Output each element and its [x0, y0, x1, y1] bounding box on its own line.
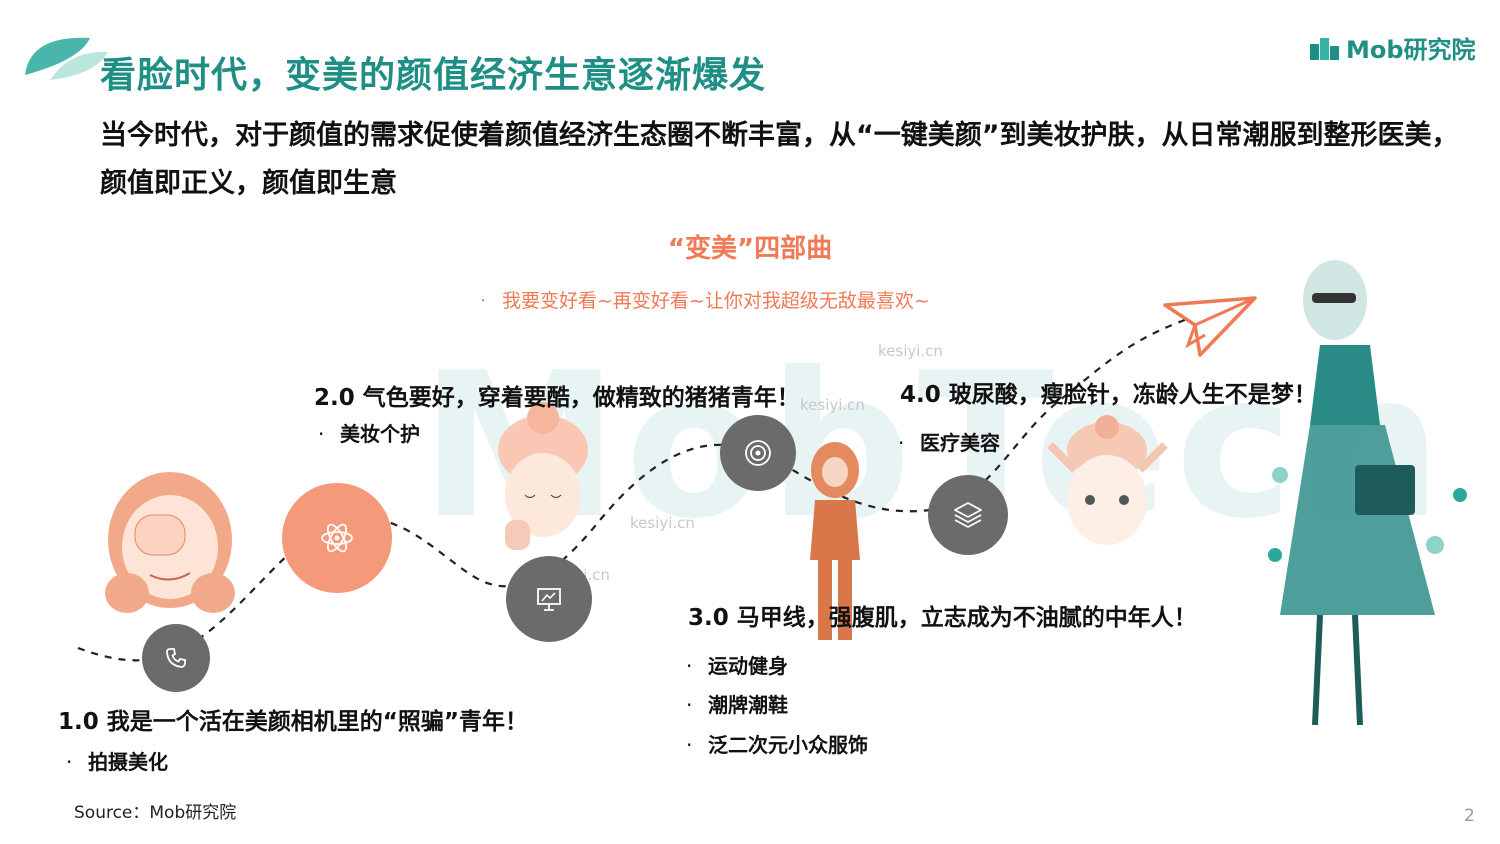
watermark-text: kesiyi.cn [878, 342, 943, 360]
stage-node-5 [928, 475, 1008, 555]
girl-beauty-treatment-illustration [1047, 415, 1168, 545]
bullet-dot: · [480, 290, 487, 312]
fashion-woman-illustration [1268, 260, 1467, 726]
stage-2-item: ·美妆个护 [318, 422, 420, 446]
brand-logo: Mob研究院 [1310, 30, 1476, 65]
girl-makeup-illustration [498, 402, 588, 550]
stage-3-item: ·潮牌潮鞋 [686, 693, 788, 717]
presentation-icon [537, 588, 561, 611]
stage-3-item: ·运动健身 [686, 654, 788, 678]
stage-node-3 [506, 556, 592, 642]
paper-plane-icon [1163, 296, 1257, 357]
atom-icon [321, 523, 353, 553]
corner-decoration [25, 37, 108, 80]
stage-1-item: ·拍摄美化 [66, 750, 168, 774]
stage-node-2 [282, 483, 392, 593]
stage-3-item: ·泛二次元小众服饰 [686, 733, 868, 757]
watermark-text: kesiyi.cn [800, 396, 865, 414]
watermark-text: kesiyi.cn [630, 514, 695, 532]
stage-2-heading: 2.0 气色要好，穿着要酷，做精致的猪猪青年！ [314, 385, 800, 411]
stage-node-1 [142, 624, 210, 692]
stage-3-heading: 3.0 马甲线，强腹肌，立志成为不油腻的中年人！ [688, 605, 1197, 631]
phone-icon [166, 648, 186, 668]
logo-mark-icon [1310, 37, 1339, 60]
girl-facepalm-illustration [105, 472, 235, 613]
page-number: 2 [1464, 806, 1475, 826]
target-icon [745, 440, 771, 466]
stage-4-heading: 4.0 玻尿酸，瘦脸针，冻龄人生不是梦！ [900, 382, 1317, 408]
series-title: “变美”四部曲 [667, 234, 833, 264]
series-subtitle: ·我要变好看~再变好看~让你对我超级无敌最喜欢~ [480, 290, 930, 312]
source-note: Source：Mob研究院 [74, 803, 237, 823]
stage-node-4 [720, 415, 796, 491]
stage-4-item: ·医疗美容 [898, 431, 1000, 455]
page-subtitle: 当今时代，对于颜值的需求促使着颜值经济生态圈不断丰富，从“一键美颜”到美妆护肤，… [100, 120, 1459, 199]
logo-text: Mob研究院 [1346, 36, 1476, 64]
woman-suit-illustration [810, 442, 860, 640]
page-title: 看脸时代，变美的颜值经济生意逐渐爆发 [100, 55, 767, 96]
layers-icon [954, 502, 982, 528]
stage-1-heading: 1.0 我是一个活在美颜相机里的“照骗”青年！ [58, 709, 528, 735]
